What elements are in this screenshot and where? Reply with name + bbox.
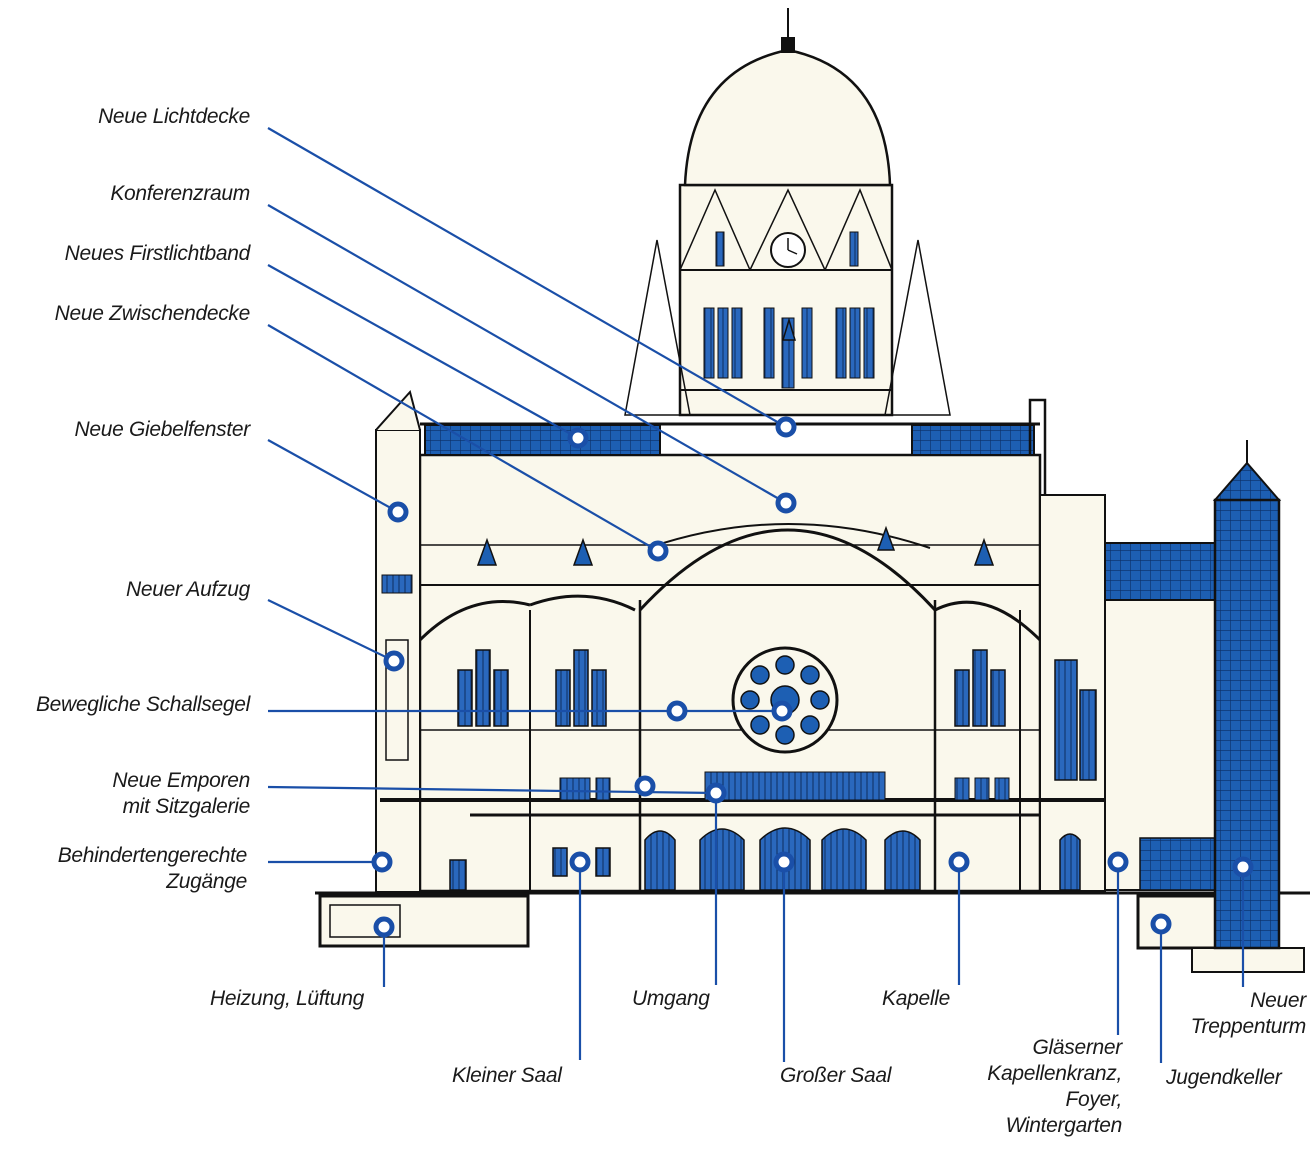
label-kleiner-saal: Kleiner Saal	[452, 1064, 562, 1087]
building-section	[315, 8, 1310, 973]
label-neue-giebelfenster: Neue Giebelfenster	[74, 418, 250, 441]
label-line: Wintergarten	[1005, 1114, 1123, 1137]
marker-kapelle	[948, 851, 970, 873]
ridge-light-band-left	[424, 424, 661, 456]
leader-konferenzraum	[267, 204, 787, 504]
leader-neue-zwischendecke	[267, 324, 659, 552]
spire-right	[884, 239, 951, 416]
label-line: Treppenturm	[1190, 1015, 1307, 1038]
basement-right	[1136, 894, 1220, 950]
marker-giebelfenster	[387, 501, 409, 523]
leader-neue-giebelfenster	[267, 439, 399, 513]
label-konferenzraum: Konferenzraum	[110, 182, 250, 205]
leader-neues-firstlichtband	[267, 264, 579, 439]
stair-tower-top	[1212, 461, 1282, 501]
marker-schallsegel-b	[771, 700, 793, 722]
label-neuer-treppenturm: Neuer Treppenturm	[1190, 988, 1307, 1040]
stair-tower	[1213, 498, 1281, 950]
marker-zwischendecke	[647, 540, 669, 562]
marker-aufzug	[383, 650, 405, 672]
marker-grosser-saal	[773, 851, 795, 873]
label-neue-emporen: Neue Emporen mit Sitzgalerie	[112, 768, 250, 820]
label-line: Gläserner	[1032, 1036, 1122, 1059]
label-neuer-aufzug: Neuer Aufzug	[125, 578, 250, 601]
marker-heizung	[373, 916, 395, 938]
label-line: Kapellenkranz,	[987, 1062, 1122, 1085]
label-neue-zwischendecke: Neue Zwischendecke	[54, 302, 251, 325]
dome	[683, 48, 892, 187]
marker-schallsegel-a	[666, 700, 688, 722]
label-line: mit Sitzgalerie	[122, 795, 251, 818]
label-behindertengerechte-zugaenge: Behindertengerechte Zugänge	[57, 843, 248, 895]
ridge-light-band-right	[911, 424, 1035, 456]
label-line: Foyer,	[1065, 1088, 1122, 1111]
marker-emporen-b	[705, 782, 727, 804]
leader-neue-lichtdecke	[267, 127, 787, 428]
marker-konferenzraum	[775, 492, 797, 514]
label-glaeserner-kapellenkranz: Gläserner Kapellenkranz, Foyer, Winterga…	[987, 1035, 1122, 1139]
label-bewegliche-schallsegel: Bewegliche Schallsegel	[35, 693, 250, 716]
label-neues-firstlichtband: Neues Firstlichtband	[64, 242, 251, 265]
marker-neue-lichtdecke	[775, 416, 797, 438]
leader-lines	[267, 127, 1245, 1063]
marker-firstlichtband	[567, 427, 589, 449]
main-nave	[418, 453, 1042, 893]
main-vault	[638, 528, 937, 612]
label-line: Behindertengerechte	[57, 844, 248, 867]
label-heizung-lueftung: Heizung, Lüftung	[210, 987, 364, 1010]
label-line: Neuer	[1250, 989, 1306, 1012]
spire-left	[624, 239, 691, 416]
basement-left	[318, 894, 530, 948]
marker-kapellenkranz	[1107, 851, 1129, 873]
leader-neuer-aufzug	[267, 599, 395, 662]
marker-emporen-a	[634, 775, 656, 797]
label-kapelle: Kapelle	[882, 987, 950, 1010]
label-jugendkeller: Jugendkeller	[1166, 1066, 1282, 1089]
marker-jugendkeller	[1150, 913, 1172, 935]
label-neue-lichtdecke: Neue Lichtdecke	[98, 105, 250, 128]
label-umgang: Umgang	[632, 987, 710, 1010]
label-line: Zugänge	[166, 870, 247, 893]
marker-treppenturm	[1232, 856, 1254, 878]
right-connector	[1104, 542, 1216, 602]
label-line: Neue Emporen	[112, 769, 250, 792]
label-grosser-saal: Großer Saal	[780, 1064, 892, 1087]
tower-foot	[1191, 947, 1305, 973]
markers	[371, 416, 1254, 938]
marker-zugaenge	[371, 851, 393, 873]
marker-kleiner-saal	[569, 851, 591, 873]
